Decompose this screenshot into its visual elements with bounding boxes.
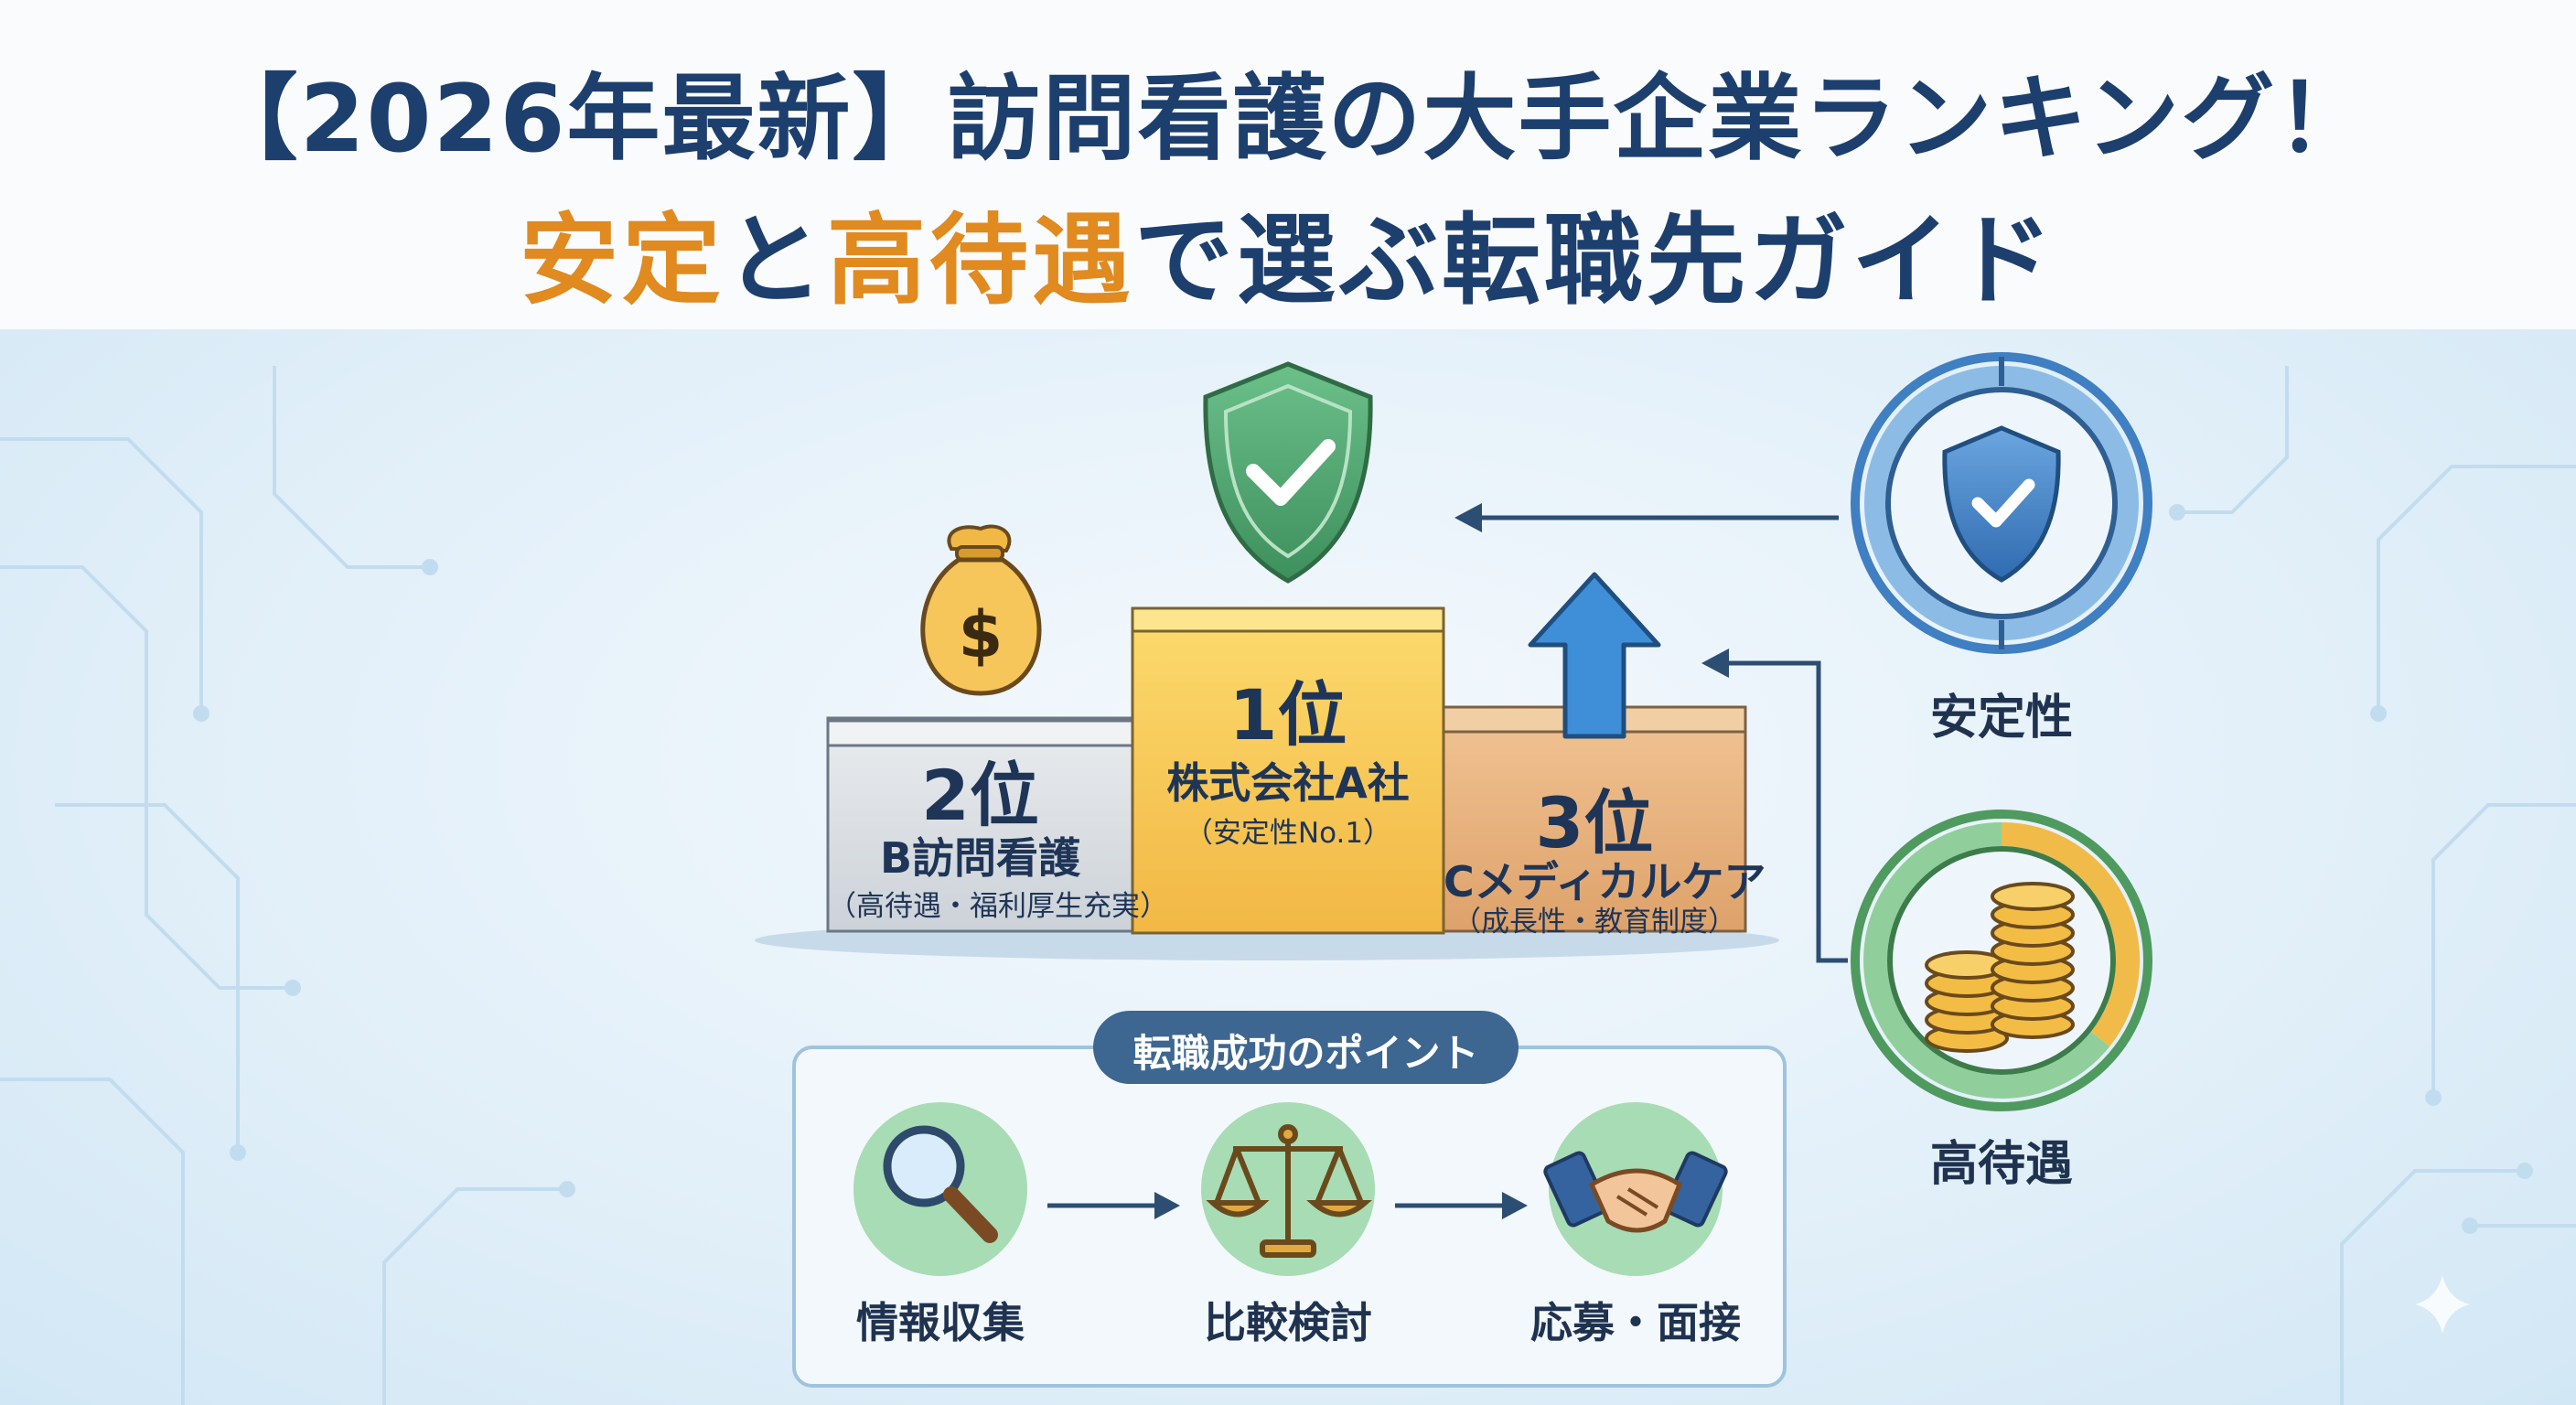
up-arrow-icon: [1528, 572, 1661, 739]
second-company: B訪問看護: [879, 833, 1081, 883]
step-apply-interview: 応募・面接: [1530, 1298, 1741, 1347]
treatment-label: 高待遇: [1929, 1137, 2073, 1192]
first-company: 株式会社A社: [1166, 758, 1410, 808]
step-arrows: [1047, 1192, 1528, 1219]
title-highlight-stability: 安定: [519, 204, 724, 318]
stability-label: 安定性: [1929, 691, 2073, 745]
shield-check-icon: [1203, 361, 1373, 584]
step-comparison: 比較検討: [1204, 1298, 1372, 1347]
scene-graphics: $: [755, 352, 2470, 1388]
money-bag-icon: $: [920, 524, 1042, 696]
second-rank: 2位: [921, 755, 1039, 836]
podium-second-block: [826, 716, 1134, 933]
third-rank: 3位: [1535, 782, 1654, 863]
title-highlight-treatment: 高待遇: [827, 204, 1135, 318]
svg-text:$: $: [959, 597, 1004, 672]
infographic-area: $: [0, 329, 2576, 1405]
page-title-line2: 安定と高待遇で選ぶ転職先ガイド: [0, 181, 2576, 324]
step-info-gathering: 情報収集: [856, 1298, 1025, 1347]
points-title-pill: [1093, 1011, 1519, 1084]
title-text-and: と: [724, 204, 827, 318]
third-note: （成長性・教育制度）: [1453, 906, 1736, 938]
podium-first-block: [1131, 606, 1445, 935]
circuit-background: [0, 366, 2576, 1405]
header-banner: 【2026年最新】訪問看護の大手企業ランキング！ 安定と高待遇で選ぶ転職先ガイド: [0, 0, 2576, 329]
handshake-icon: [1543, 1102, 1728, 1276]
second-note: （高待遇・福利厚生充実）: [828, 890, 1168, 923]
first-rank: 1位: [1229, 674, 1347, 756]
connector-arrows: [1454, 503, 1848, 963]
stability-shield-icon: [1942, 425, 2061, 583]
podium-third-block: [1442, 705, 1747, 933]
title-text-guide: で選ぶ転職先ガイド: [1134, 204, 2057, 318]
balance-scale-icon: [1201, 1102, 1375, 1276]
third-company: Cメディカルケア: [1444, 857, 1766, 906]
sparkle-icon: [2415, 1275, 2470, 1334]
first-note: （安定性No.1）: [1184, 817, 1392, 850]
magnifier-icon: [853, 1102, 1027, 1276]
page-title-line1: 【2026年最新】訪問看護の大手企業ランキング！: [204, 65, 2372, 174]
points-title: 転職成功のポイント: [1132, 1031, 1479, 1076]
coin-stack-icon: [1925, 882, 2075, 1053]
